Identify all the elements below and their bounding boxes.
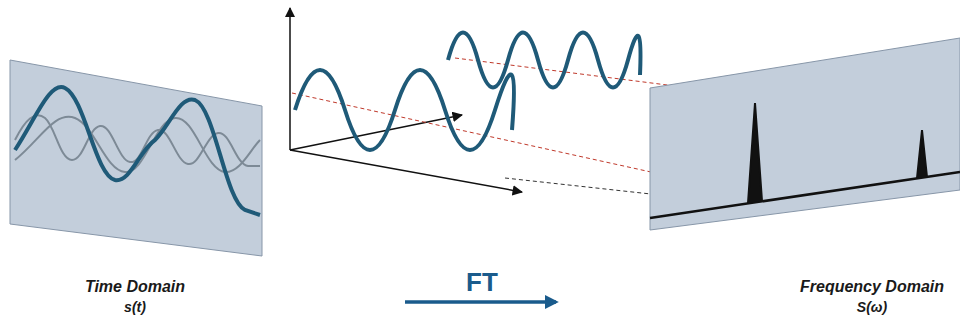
high-frequency-wave xyxy=(448,33,641,88)
transform-arrow xyxy=(405,300,556,304)
axis xyxy=(290,150,522,192)
spectrum-label: S(ω) xyxy=(857,299,887,315)
signal-wave xyxy=(15,87,260,215)
domain-label: Time Domain xyxy=(85,278,185,296)
time-panel xyxy=(10,60,262,256)
axis xyxy=(290,115,462,150)
spectrum-peak xyxy=(748,103,762,203)
domain-label: Frequency Domain xyxy=(800,278,944,296)
transform-label: FT xyxy=(466,268,498,298)
low-frequency-wave xyxy=(295,70,514,150)
axis xyxy=(289,8,291,150)
spectrum-peak xyxy=(917,130,927,178)
signal-label: s(t) xyxy=(124,299,146,315)
frequency-axis xyxy=(650,172,960,218)
frequency-panel xyxy=(650,38,960,230)
